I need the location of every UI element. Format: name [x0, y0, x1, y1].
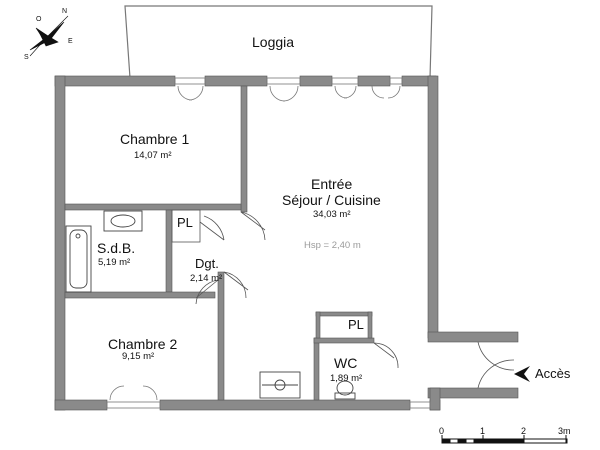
chambre2-area: 9,15 m² [122, 351, 155, 362]
closet-pl1-box [171, 209, 201, 243]
entrance-arrow-icon [514, 366, 530, 382]
ceiling-height: Hsp = 2,40 m [304, 240, 361, 251]
compass-rose-icon [29, 15, 69, 57]
sejour-area: 34,03 m² [313, 209, 351, 220]
chambre2-label: Chambre 2 [108, 336, 178, 352]
chambre1-area: 14,07 m² [134, 150, 172, 161]
loggia-label: Loggia [252, 34, 295, 50]
scale-tick-1: 1 [480, 426, 486, 436]
scale-bar [441, 435, 568, 444]
closet-pl1-label: PL [177, 215, 193, 230]
compass-letter-n: N [62, 8, 68, 15]
wc-area: 1,89 m² [330, 373, 363, 384]
walls [54, 75, 519, 411]
scale-tick-0: 0 [439, 426, 445, 436]
scale-tick-2: 2 [521, 426, 527, 436]
compass-letter-o: O [36, 16, 42, 23]
windows [106, 77, 431, 409]
dgt-label: Dgt. [195, 256, 219, 271]
scale-tick-3m: 3m [558, 426, 571, 436]
chambre1-label: Chambre 1 [120, 131, 190, 147]
dgt-area: 2,14 m² [190, 273, 223, 284]
sdb-area: 5,19 m² [98, 257, 131, 268]
sdb-label: S.d.B. [97, 240, 136, 256]
fixtures [65, 210, 356, 400]
wc-label: WC [334, 355, 358, 371]
sejour-label-line1: Entrée [311, 176, 353, 192]
entrance-label: Accès [535, 366, 571, 381]
loggia-outline [124, 5, 433, 79]
compass-letter-e: E [68, 38, 73, 45]
closet-pl2-label: PL [348, 317, 364, 332]
compass-letter-s: S [24, 54, 29, 61]
sejour-label-line2: Séjour / Cuisine [282, 192, 381, 208]
door-swings [195, 211, 515, 389]
